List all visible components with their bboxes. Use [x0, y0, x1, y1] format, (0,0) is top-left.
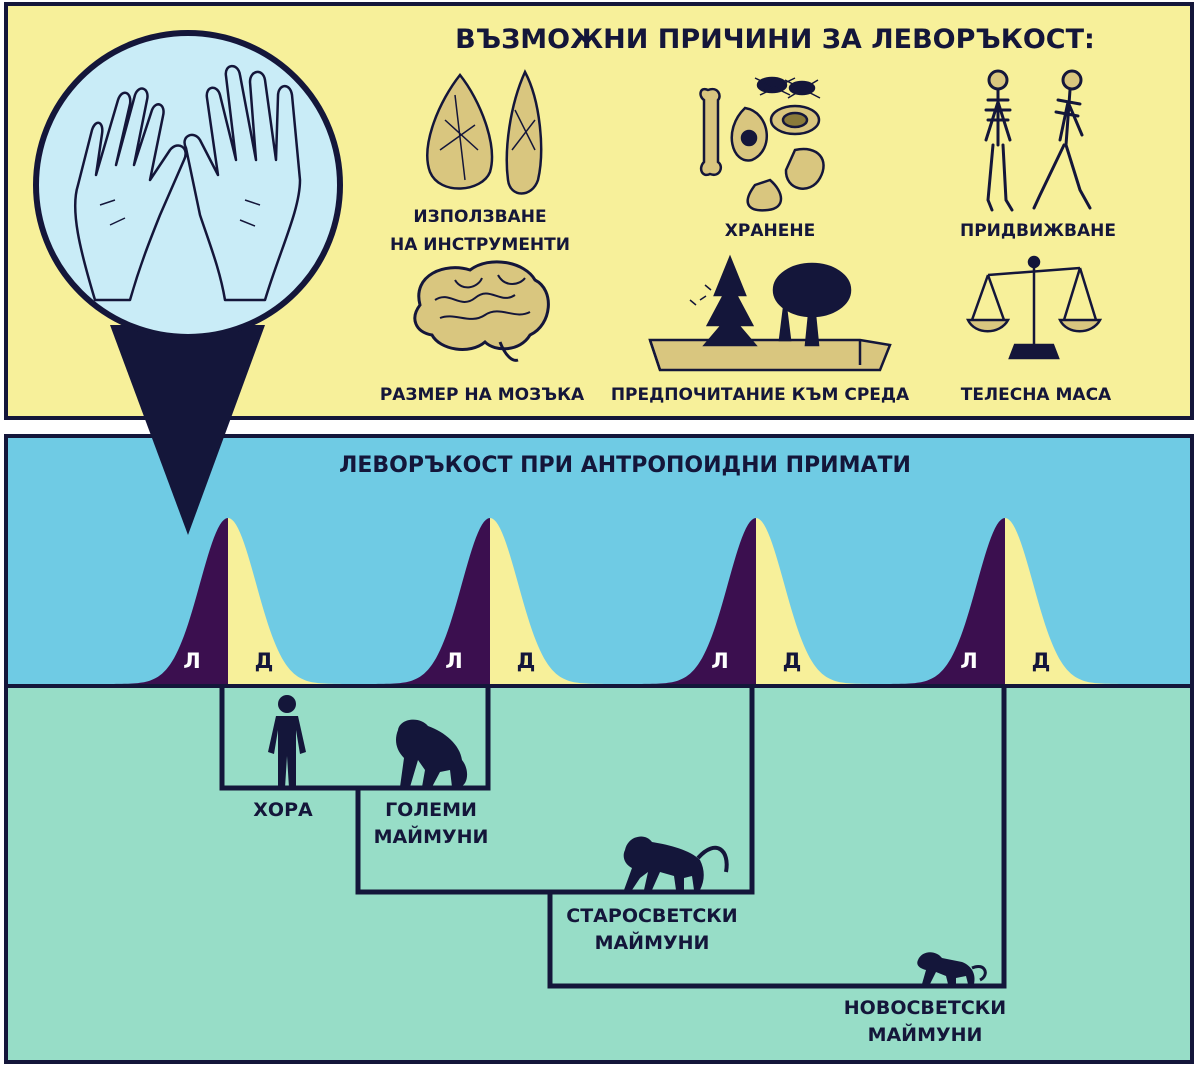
brain-icon — [413, 260, 550, 362]
group-label-new-world-2: МАЙМУНИ — [868, 1023, 983, 1046]
right-handed-area — [490, 518, 608, 684]
hands-icon — [73, 64, 302, 302]
group-label-apes: ГОЛЕМИ — [385, 799, 477, 821]
bottom-panel — [4, 684, 1194, 1064]
food-icon — [699, 76, 825, 212]
cause-label-tools-2: НА ИНСТРУМЕНТИ — [390, 235, 570, 255]
right-label: Д — [1032, 649, 1051, 673]
cause-label-brain: РАЗМЕР НА МОЗЪКА — [380, 385, 585, 405]
group-label-new-world: НОВОСВЕТСКИ — [844, 997, 1006, 1019]
primates-title: ЛЕВОРЪКОСТ ПРИ АНТРОПОИДНИ ПРИМАТИ — [339, 453, 911, 478]
cause-label-mass: ТЕЛЕСНА МАСА — [961, 385, 1112, 405]
scales-icon — [966, 255, 1103, 360]
left-label: Л — [445, 649, 462, 673]
causes-title: ВЪЗМОЖНИ ПРИЧИНИ ЗА ЛЕВОРЪКОСТ: — [455, 24, 1095, 55]
left-label: Л — [711, 649, 728, 673]
left-handed-area — [110, 518, 228, 684]
right-handed-area — [228, 518, 346, 684]
magnifier-pointer — [110, 325, 265, 535]
group-label-old-world-2: МАЙМУНИ — [595, 931, 710, 954]
group-label-humans: ХОРА — [253, 799, 313, 821]
cause-label-food: ХРАНЕНЕ — [725, 221, 815, 241]
clade-bracket-new-world — [547, 686, 1007, 989]
right-label: Д — [783, 649, 802, 673]
left-handed-area — [887, 518, 1005, 684]
left-handed-area — [372, 518, 490, 684]
gorilla-icon — [396, 719, 468, 787]
right-label: Д — [255, 649, 274, 673]
group-label-old-world: СТАРОСВЕТСКИ — [566, 905, 737, 927]
skeleton-icon — [984, 69, 1092, 212]
old-world-monkey-icon — [623, 836, 729, 890]
cause-label-tools: ИЗПОЛЗВАНЕ — [413, 207, 546, 227]
left-label: Л — [960, 649, 977, 673]
human-icon — [268, 695, 306, 788]
landscape-icon — [648, 254, 892, 372]
left-label: Л — [183, 649, 200, 673]
new-world-monkey-icon — [917, 952, 987, 984]
right-handed-area — [756, 518, 874, 684]
cladogram — [219, 686, 1007, 989]
stone-tools-icon — [426, 69, 543, 195]
clade-bracket-humans-apes — [219, 686, 491, 791]
clade-bracket-old-world — [355, 686, 755, 895]
right-handed-area — [1005, 518, 1123, 684]
left-handed-area — [638, 518, 756, 684]
right-label: Д — [517, 649, 536, 673]
cause-label-locomotion: ПРИДВИЖВАНЕ — [960, 221, 1116, 241]
cause-label-habitat: ПРЕДПОЧИТАНИЕ КЪМ СРЕДА — [611, 385, 910, 405]
group-label-apes-2: МАЙМУНИ — [374, 825, 489, 848]
